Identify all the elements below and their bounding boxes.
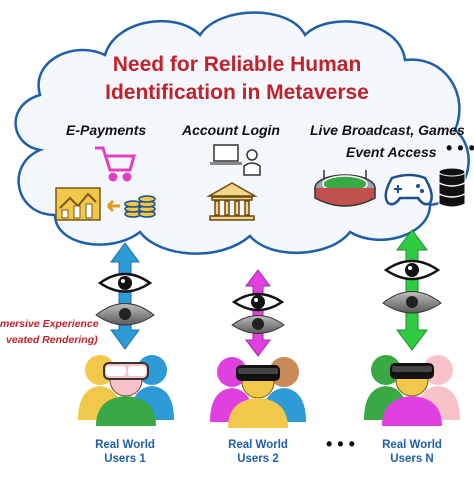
user-label-n-line-1: Real World — [382, 439, 442, 451]
eye-icon — [383, 259, 441, 281]
service-label-e-payments: E-Payments — [66, 122, 147, 138]
arrow-user-1 — [110, 242, 140, 350]
eye-scan-icon — [95, 303, 155, 326]
computer-user-icon — [210, 144, 261, 176]
gamepad-icon — [384, 173, 433, 206]
service-label-account-login: Account Login — [182, 122, 280, 138]
user-label-n-line-2: Users N — [390, 453, 434, 465]
service-label-live-broadcast: Live Broadcast, Games — [310, 122, 465, 138]
user-label-2: Real World Users 2 — [211, 438, 305, 466]
coins-icon — [124, 195, 156, 218]
user-group-n-icon — [364, 355, 460, 426]
service-label-event-access: Event Access — [346, 144, 437, 160]
user-group-1-icon — [78, 355, 174, 426]
more-services-ellipsis: • • • — [446, 138, 474, 158]
shopping-cart-icon — [95, 146, 136, 182]
experience-label-line-2: veated Rendering) — [6, 334, 98, 346]
user-label-n: Real World Users N — [365, 438, 459, 466]
arrow-user-2 — [245, 269, 271, 357]
arrow-user-n — [396, 229, 428, 351]
users-ellipsis: • • • — [326, 434, 355, 454]
eye-scan-icon — [382, 291, 442, 314]
eye-icon — [231, 292, 285, 312]
bank-icon — [206, 182, 258, 221]
user-label-2-line-1: Real World — [228, 439, 288, 451]
user-label-2-line-2: Users 2 — [237, 453, 279, 465]
database-icon — [438, 167, 466, 208]
user-label-1-line-2: Users 1 — [104, 453, 146, 465]
user-group-2-icon — [210, 357, 306, 428]
cloud-title-line-1: Need for Reliable Human — [112, 53, 362, 76]
stadium-icon — [314, 170, 376, 207]
user-label-1-line-1: Real World — [95, 439, 155, 451]
cloud-title-line-2: Identification in Metaverse — [105, 81, 369, 104]
arrow-left-icon — [106, 199, 120, 213]
eye-icon — [97, 272, 153, 293]
user-label-1: Real World Users 1 — [78, 438, 172, 466]
experience-label-line-1: mersive Experience — [0, 318, 99, 330]
chart-icon — [55, 187, 101, 221]
eye-scan-icon — [231, 315, 285, 334]
